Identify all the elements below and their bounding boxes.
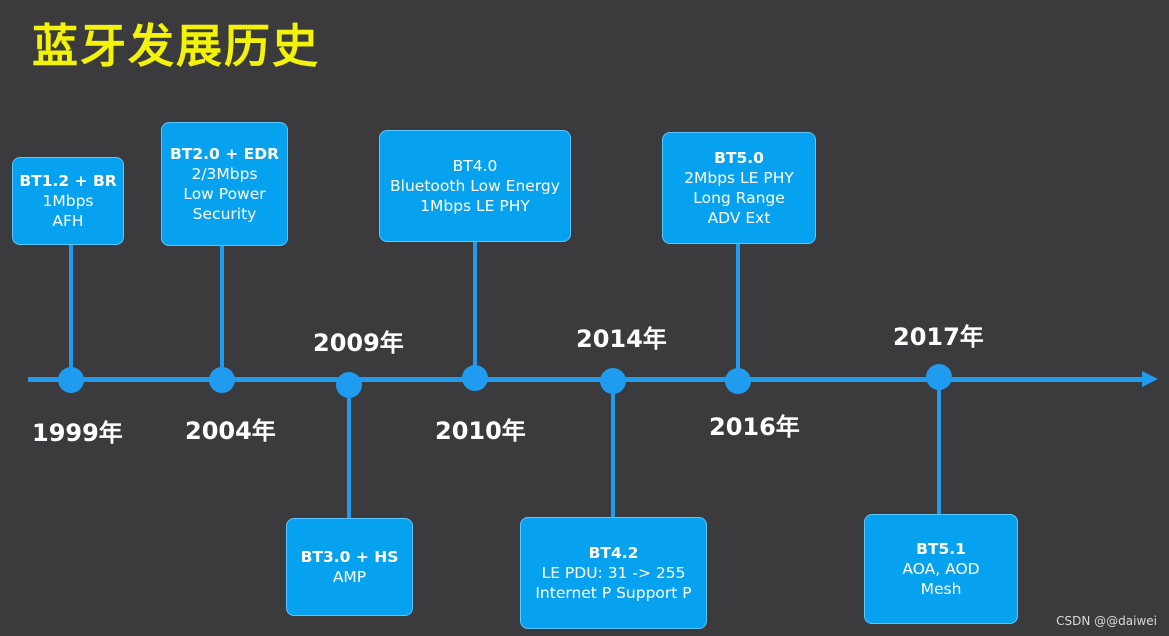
year-label-2017: 2017年 xyxy=(893,323,984,351)
timeline-axis xyxy=(28,377,1146,382)
timeline-node-2010 xyxy=(462,365,488,391)
timeline-node-2017 xyxy=(926,364,952,390)
timeline-node-1999 xyxy=(58,367,84,393)
year-label-1999: 1999年 xyxy=(32,419,123,447)
card-line: Bluetooth Low Energy xyxy=(390,177,560,195)
card-line: 2/3Mbps xyxy=(191,165,258,183)
connector-2010 xyxy=(473,240,477,380)
card-line: LE PDU: 31 -> 255 xyxy=(541,564,686,582)
card-title: BT1.2 + BR xyxy=(19,172,117,190)
connector-2017 xyxy=(937,380,941,516)
milestone-card-bt5-0: BT5.0 2Mbps LE PHY Long Range ADV Ext xyxy=(662,132,816,244)
year-label-2010: 2010年 xyxy=(435,417,526,445)
card-line: Long Range xyxy=(693,189,785,207)
card-title: BT3.0 + HS xyxy=(300,548,399,566)
timeline-node-2009 xyxy=(336,372,362,398)
timeline-node-2004 xyxy=(209,367,235,393)
card-line: 1Mbps LE PHY xyxy=(420,197,530,215)
card-title: BT5.0 xyxy=(714,149,764,167)
page-title: 蓝牙发展历史 xyxy=(32,19,320,73)
timeline-arrow-icon xyxy=(1142,371,1158,387)
timeline-node-2014 xyxy=(600,368,626,394)
card-line: AMP xyxy=(332,568,367,586)
year-label-2004: 2004年 xyxy=(185,417,276,445)
connector-1999 xyxy=(69,244,73,380)
connector-2014 xyxy=(611,380,615,520)
connector-2016 xyxy=(736,242,740,380)
card-line: Security xyxy=(192,205,257,223)
timeline-node-2016 xyxy=(725,368,751,394)
card-line: Internet P Support P xyxy=(535,584,692,602)
connector-2004 xyxy=(220,244,224,380)
card-line: AFH xyxy=(52,212,84,230)
milestone-card-bt5-1: BT5.1 AOA, AOD Mesh xyxy=(864,514,1018,624)
milestone-card-bt4-0: BT4.0 Bluetooth Low Energy 1Mbps LE PHY xyxy=(379,130,571,242)
milestone-card-bt2-0: BT2.0 + EDR 2/3Mbps Low Power Security xyxy=(161,122,288,246)
year-label-2016: 2016年 xyxy=(709,413,800,441)
card-line: Mesh xyxy=(920,580,962,598)
card-title: BT2.0 + EDR xyxy=(169,145,279,163)
card-title: BT4.0 xyxy=(452,157,498,175)
watermark: CSDN @@daiwei xyxy=(1056,614,1157,628)
year-label-2014: 2014年 xyxy=(576,325,667,353)
card-line: ADV Ext xyxy=(707,209,771,227)
year-label-2009: 2009年 xyxy=(313,329,404,357)
card-line: 1Mbps xyxy=(42,192,94,210)
milestone-card-bt4-2: BT4.2 LE PDU: 31 -> 255 Internet P Suppo… xyxy=(520,517,707,629)
card-title: BT4.2 xyxy=(588,544,639,562)
connector-2009 xyxy=(347,380,351,520)
card-line: AOA, AOD xyxy=(902,560,980,578)
card-line: 2Mbps LE PHY xyxy=(684,169,794,187)
milestone-card-bt3-0: BT3.0 + HS AMP xyxy=(286,518,413,616)
card-line: Low Power xyxy=(183,185,266,203)
milestone-card-bt1-2: BT1.2 + BR 1Mbps AFH xyxy=(12,157,124,245)
card-title: BT5.1 xyxy=(916,540,966,558)
